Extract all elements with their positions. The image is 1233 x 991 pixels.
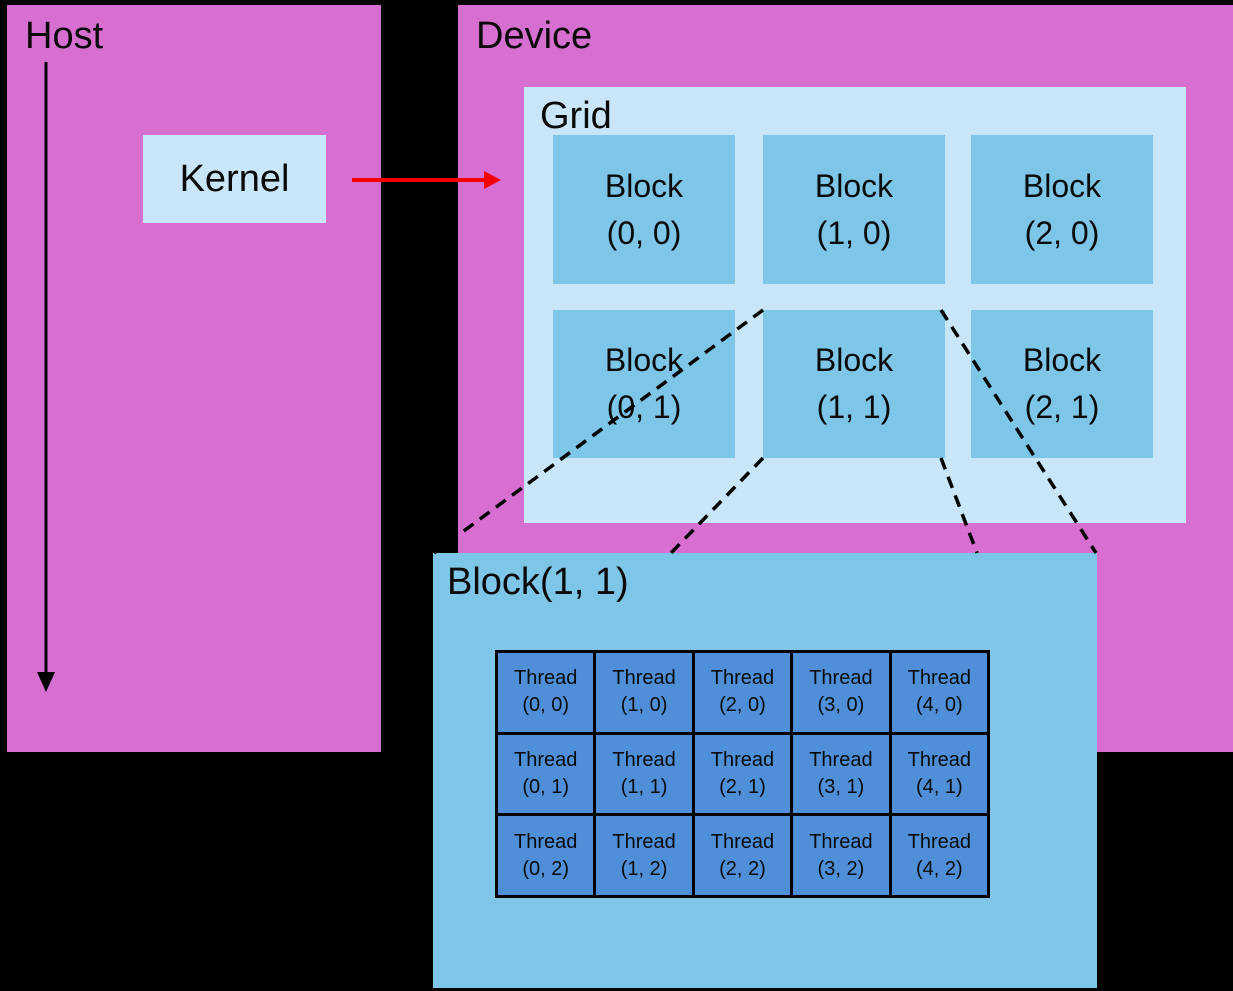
thread-coord: (4, 2): [915, 857, 963, 880]
block-coord: (2, 0): [1024, 214, 1100, 251]
thread-coord: (3, 1): [817, 775, 865, 798]
thread-cell-3-0: Thread (3, 0): [793, 653, 889, 732]
thread-label: Thread: [514, 830, 578, 853]
thread-label: Thread: [809, 830, 873, 853]
thread-coord: (2, 0): [719, 694, 766, 717]
thread-coord: (1, 1): [620, 775, 668, 798]
block-coord: (0, 0): [606, 214, 682, 251]
block-coord: (1, 1): [816, 389, 892, 425]
block-label: Block: [1022, 342, 1102, 378]
thread-label: Thread: [514, 748, 578, 771]
thread-table: Thread (0, 0) Thread (1, 0) Thread (2, 0…: [495, 650, 990, 898]
grid-block-1-1: Block (1, 1): [763, 310, 945, 458]
grid-block-2-0: Block (2, 0): [971, 135, 1153, 284]
block-detail-title: Block(1, 1): [447, 561, 629, 603]
thread-label: Thread: [710, 748, 775, 771]
thread-coord: (3, 2): [817, 857, 865, 880]
grid-block-0-1: Block (0, 1): [553, 310, 735, 458]
host-box: Host: [7, 5, 381, 752]
thread-cell-4-1: Thread (4, 1): [891, 734, 987, 814]
kernel-box: Kernel: [143, 135, 326, 223]
block-label: Block: [1022, 167, 1102, 204]
host-label: Host: [25, 15, 104, 57]
thread-cell-2-0: Thread (2, 0): [694, 653, 791, 732]
thread-coord: (0, 1): [522, 775, 570, 798]
kernel-label: Kernel: [179, 157, 290, 200]
thread-cell-2-1: Thread (2, 1): [694, 734, 791, 814]
grid-box: Grid Block (0, 0) Block (1, 0) Block (2,…: [524, 87, 1186, 523]
grid-block-1-0: Block (1, 0): [763, 135, 945, 284]
thread-coord: (1, 2): [620, 857, 668, 880]
thread-cell-3-1: Thread (3, 1): [793, 734, 889, 814]
block-label: Block: [814, 342, 894, 378]
thread-cell-4-0: Thread (4, 0): [891, 653, 987, 732]
thread-label: Thread: [612, 748, 676, 771]
thread-coord: (2, 1): [719, 775, 766, 798]
thread-coord: (3, 0): [817, 694, 865, 717]
thread-cell-1-1: Thread (1, 1): [596, 734, 692, 814]
thread-label: Thread: [710, 830, 775, 853]
device-label: Device: [476, 15, 593, 57]
block-label: Block: [604, 342, 684, 378]
thread-label: Thread: [514, 667, 578, 690]
thread-coord: (0, 0): [522, 694, 570, 717]
block-label: Block: [814, 167, 894, 204]
thread-coord: (0, 2): [522, 857, 570, 880]
block-coord: (2, 1): [1024, 389, 1100, 425]
thread-cell-0-0: Thread (0, 0): [498, 653, 594, 732]
grid-block-2-1: Block (2, 1): [971, 310, 1153, 458]
thread-label: Thread: [907, 830, 971, 853]
thread-cell-4-2: Thread (4, 2): [891, 816, 987, 895]
thread-coord: (1, 0): [620, 694, 668, 717]
block-coord: (0, 1): [606, 389, 682, 425]
thread-cell-0-2: Thread (0, 2): [498, 816, 594, 895]
thread-cell-1-2: Thread (1, 2): [596, 816, 692, 895]
thread-cell-3-2: Thread (3, 2): [793, 816, 889, 895]
thread-cell-0-1: Thread (0, 1): [498, 734, 594, 814]
block-detail-box: Block(1, 1) Thread (0, 0) Thread (1, 0) …: [433, 553, 1097, 988]
thread-label: Thread: [612, 830, 676, 853]
block-coord: (1, 0): [816, 214, 892, 251]
thread-label: Thread: [907, 748, 971, 771]
thread-coord: (2, 2): [719, 857, 766, 880]
thread-coord: (4, 1): [915, 775, 963, 798]
grid-label: Grid: [540, 95, 612, 137]
thread-cell-2-2: Thread (2, 2): [694, 816, 791, 895]
thread-label: Thread: [809, 667, 873, 690]
thread-cell-1-0: Thread (1, 0): [596, 653, 692, 732]
thread-label: Thread: [612, 667, 676, 690]
grid-block-0-0: Block (0, 0): [553, 135, 735, 284]
thread-label: Thread: [809, 748, 873, 771]
thread-coord: (4, 0): [915, 694, 963, 717]
thread-label: Thread: [710, 667, 775, 690]
thread-label: Thread: [907, 667, 971, 690]
block-label: Block: [604, 167, 684, 204]
